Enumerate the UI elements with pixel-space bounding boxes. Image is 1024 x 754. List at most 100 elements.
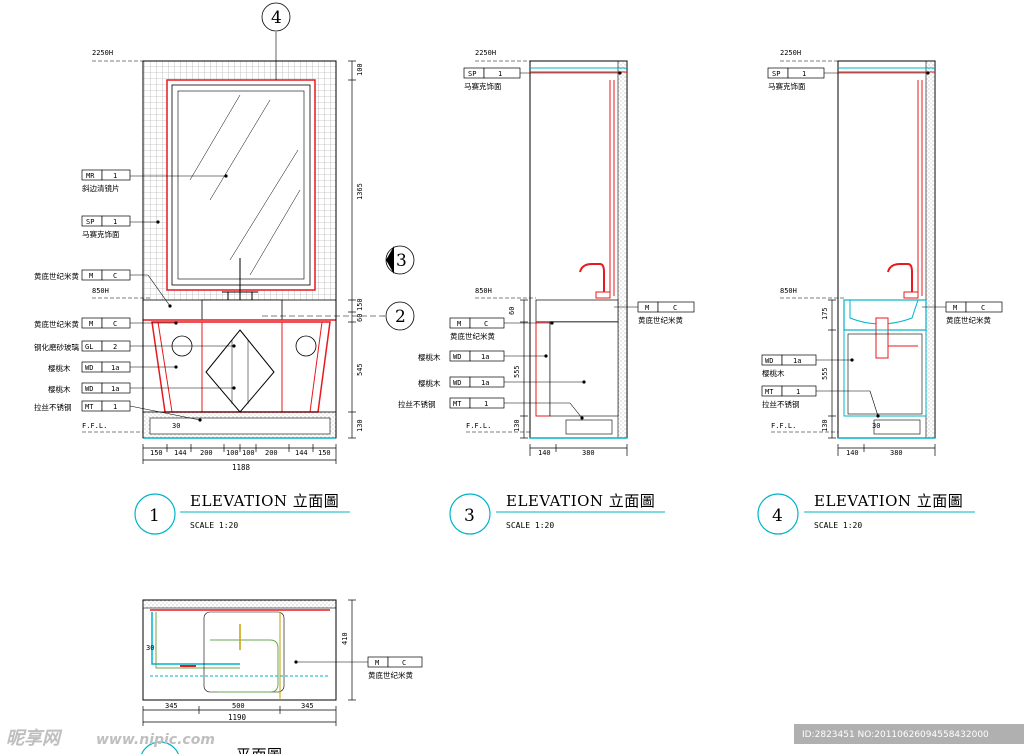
svg-text:380: 380 (890, 449, 903, 457)
svg-text:樱桃木: 樱桃木 (48, 363, 71, 373)
svg-text:樱桃木: 樱桃木 (762, 368, 785, 378)
svg-text:1a: 1a (481, 379, 489, 387)
svg-text:M: M (89, 320, 93, 328)
svg-text:555: 555 (513, 365, 521, 378)
e3-number: 3 (464, 506, 475, 526)
e3-level-counter: 850H (475, 287, 492, 295)
svg-text:WD: WD (453, 353, 461, 361)
svg-text:1: 1 (484, 400, 488, 408)
svg-text:1: 1 (796, 388, 800, 396)
svg-text:C: C (113, 272, 117, 280)
plan-dim-h-0: 345 (165, 702, 178, 710)
svg-text:MT: MT (453, 400, 462, 408)
elevation-3: 2250H 850H F.F.L. SP 1 马赛克饰面 M C 黄底世纪米黄 … (398, 49, 695, 535)
e1-dim-v-2: 150 (356, 298, 364, 311)
watermark: 昵享网 www.nipic.com ID:2823451 NO:20110626… (6, 724, 1024, 749)
e1-dim-v-5: 130 (356, 419, 364, 432)
e1-tag-wood-1: 樱桃木 WD 1a (48, 361, 178, 373)
svg-text:M: M (89, 272, 93, 280)
e1-tag-wood-2: 樱桃木 WD 1a (48, 382, 236, 394)
svg-text:C: C (673, 304, 677, 312)
svg-text:马赛克饰面: 马赛克饰面 (82, 229, 120, 239)
e3-title-circle (449, 493, 491, 535)
e3-tag-mosaic: SP 1 马赛克饰面 (463, 67, 622, 91)
svg-text:WD: WD (453, 379, 461, 387)
watermark-id: ID:2823451 NO:20110626094558432000 (802, 730, 989, 740)
svg-text:WD: WD (765, 357, 773, 365)
e3-title: ELEVATION 立面圖 (506, 492, 655, 510)
svg-text:M: M (375, 659, 379, 667)
svg-text:拉丝不锈钢: 拉丝不锈钢 (34, 402, 72, 412)
svg-text:黄底世纪米黄: 黄底世纪米黄 (946, 315, 991, 325)
e1-level-top: 2250H (92, 49, 113, 57)
e1-dim-v-0: 100 (356, 63, 364, 76)
e4-tag-marble: M C 黄底世纪米黄 (922, 301, 1003, 325)
e1-dim-gap: 30 (172, 422, 180, 430)
e1-dim-h-1: 144 (174, 449, 187, 457)
svg-text:140: 140 (538, 449, 551, 457)
svg-text:140: 140 (846, 449, 859, 457)
plan-view: 30 410 M C 黄底世纪米黄 345 500 345 1190 平面圖 (141, 599, 423, 754)
e4-level-top: 2250H (780, 49, 801, 57)
e1-dim-v-1: 1365 (356, 183, 364, 200)
e1-horizontal-dimensions: 150 144 200 100 100 200 144 150 1188 30 (142, 422, 337, 472)
svg-text:555: 555 (821, 367, 829, 380)
e4-level-floor: F.F.L. (771, 422, 796, 430)
svg-text:C: C (113, 320, 117, 328)
e1-dim-h-2: 200 (200, 449, 213, 457)
svg-text:C: C (484, 320, 488, 328)
e1-tag-marble-2: 黄底世纪米黄 M C (34, 317, 178, 329)
e1-dim-h-7: 150 (318, 449, 331, 457)
elevation-1: 100 1365 150 60 545 130 150 144 200 100 … (34, 2, 415, 535)
svg-text:SP: SP (468, 70, 476, 78)
svg-text:C: C (981, 304, 985, 312)
svg-text:MT: MT (85, 403, 94, 411)
plan-dim-h-2: 345 (301, 702, 314, 710)
e1-number: 1 (149, 506, 160, 526)
e1-dim-total: 1188 (232, 463, 251, 472)
e3-level-top: 2250H (475, 49, 496, 57)
e4-number: 4 (772, 506, 783, 526)
svg-text:WD: WD (85, 364, 93, 372)
e4-dimensions: 175 555 130 30 140 380 (821, 299, 936, 457)
e3-tag-marble-right: M C 黄底世纪米黄 (614, 301, 695, 325)
e4-tag-wood: WD 1a 樱桃木 (761, 354, 854, 378)
e1-tag-mirror: MR 1 斜边清镜片 (81, 169, 228, 193)
svg-text:黄底世纪米黄: 黄底世纪米黄 (34, 319, 79, 329)
e1-vertical-dimensions: 100 1365 150 60 545 130 (348, 60, 364, 439)
svg-text:SP: SP (772, 70, 780, 78)
e3-tag-marble-left: M C 黄底世纪米黄 (449, 317, 554, 341)
e4-tag-steel: MT 1 拉丝不锈钢 (761, 385, 880, 418)
e3-dimensions: 60 555 130 140 380 (508, 299, 628, 457)
e3-tag-wood-2: 樱桃木 WD 1a (418, 376, 586, 388)
callout-4-circle (261, 2, 291, 32)
svg-text:1a: 1a (111, 364, 119, 372)
svg-text:MR: MR (86, 172, 95, 180)
e3-scale: SCALE 1:20 (506, 521, 554, 530)
e1-title-circle (134, 493, 176, 535)
callout-4-label: 4 (271, 8, 282, 28)
callout-2-label: 2 (395, 307, 406, 327)
svg-text:1: 1 (113, 218, 117, 226)
svg-text:1a: 1a (793, 357, 801, 365)
e4-title-circle (757, 493, 799, 535)
e1-tag-glass: 钢化磨砂玻璃 GL 2 (34, 340, 236, 352)
svg-text:1: 1 (113, 172, 117, 180)
e1-tag-marble-1: 黄底世纪米黄 M C (34, 269, 172, 308)
svg-text:M: M (457, 320, 461, 328)
e1-dim-h-6: 144 (295, 449, 308, 457)
e1-dim-h-3: 100 (226, 449, 239, 457)
plan-tag-marble: M C 黄底世纪米黄 (294, 656, 423, 680)
e1-dim-v-3: 60 (356, 314, 364, 322)
e3-level-floor: F.F.L. (466, 422, 491, 430)
e1-tag-mosaic: SP 1 马赛克饰面 (81, 215, 160, 239)
plan-dim-gap: 30 (146, 644, 154, 652)
e3-tag-wood-1: 樱桃木 WD 1a (418, 350, 548, 362)
svg-text:130: 130 (821, 419, 829, 432)
elevation-4: 2250H 850H F.F.L. SP 1 马赛克饰面 M C 黄底世纪米黄 … (757, 49, 1003, 535)
e1-dim-h-5: 200 (265, 449, 278, 457)
plan-dim-h-1: 500 (232, 702, 245, 710)
callout-2-circle (385, 301, 415, 331)
svg-text:拉丝不锈钢: 拉丝不锈钢 (398, 399, 436, 409)
